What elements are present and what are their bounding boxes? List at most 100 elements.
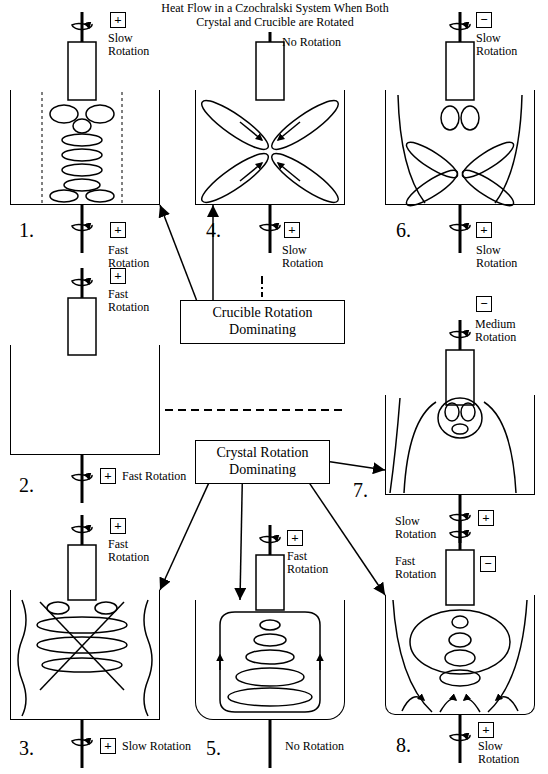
crucible-shaft bbox=[459, 205, 462, 253]
panel-number: 1. bbox=[19, 220, 34, 240]
sign-symbol: + bbox=[479, 723, 493, 737]
rotation-label: Slow Rotation bbox=[395, 515, 447, 541]
crucible-shaft bbox=[269, 205, 272, 253]
pull-rod bbox=[459, 320, 462, 350]
flow-cell bbox=[266, 147, 343, 209]
crucible-shaft bbox=[81, 720, 84, 768]
sign-box: + bbox=[100, 738, 116, 754]
flow-line bbox=[18, 600, 26, 716]
flow-cell bbox=[50, 105, 78, 123]
sign-symbol: + bbox=[111, 223, 125, 237]
panel-number: 2. bbox=[19, 475, 34, 495]
flow-cell bbox=[42, 658, 122, 672]
rotation-label: Slow Rotation bbox=[478, 740, 536, 766]
crucible-panel: 6. bbox=[385, 90, 535, 205]
flow-line bbox=[42, 92, 43, 203]
panel-number: 4. bbox=[206, 220, 221, 240]
crucible-panel: 8. bbox=[385, 595, 535, 715]
diagram-title: Heat Flow in a Czochralski System When B… bbox=[160, 2, 390, 30]
flow-cell bbox=[236, 668, 304, 686]
pull-rod bbox=[81, 515, 84, 545]
flow-cell bbox=[266, 94, 343, 156]
sign-box: − bbox=[476, 296, 492, 312]
flow-cell bbox=[441, 106, 459, 130]
crucible-panel: 7. bbox=[385, 395, 535, 495]
sign-box: + bbox=[476, 222, 492, 238]
flow-cell bbox=[438, 398, 482, 438]
rotation-label: Fast Rotation bbox=[108, 538, 168, 564]
sign-box: + bbox=[110, 518, 126, 534]
arrow-connector bbox=[240, 484, 242, 600]
crystal bbox=[446, 550, 474, 605]
sign-symbol: + bbox=[101, 739, 115, 753]
rotation-icon bbox=[72, 527, 92, 533]
flow-line bbox=[40, 602, 124, 690]
pull-rod bbox=[81, 268, 84, 298]
regime-label: Crucible Rotation Dominating bbox=[189, 305, 336, 339]
flow-cell bbox=[254, 634, 286, 646]
flow-cell bbox=[246, 650, 294, 664]
crystal bbox=[68, 545, 96, 600]
crucible-shaft bbox=[81, 455, 84, 503]
panel-number: 5. bbox=[206, 738, 221, 758]
sign-box: + bbox=[478, 722, 494, 738]
pull-rod bbox=[459, 520, 462, 550]
flow-line bbox=[390, 398, 400, 493]
flow-cell bbox=[196, 94, 273, 156]
panel-number: 3. bbox=[19, 738, 34, 758]
sign-box: + bbox=[478, 510, 494, 526]
rotation-icon bbox=[72, 280, 92, 286]
flow-cell bbox=[449, 633, 471, 647]
rotation-icon bbox=[72, 225, 92, 231]
rotation-icon bbox=[450, 332, 470, 338]
flow-cell bbox=[47, 602, 69, 614]
flow-cell bbox=[62, 149, 102, 161]
flow-line bbox=[402, 697, 424, 711]
flow-cell bbox=[445, 403, 459, 421]
flow-cell bbox=[86, 105, 114, 123]
rotation-label: Slow Rotation bbox=[476, 32, 534, 58]
panel-number: 8. bbox=[396, 735, 411, 755]
flow-cell bbox=[73, 119, 91, 133]
flow-line bbox=[393, 600, 432, 712]
flow-cell bbox=[440, 670, 480, 686]
arrow-connector bbox=[160, 484, 209, 590]
sign-box: − bbox=[480, 556, 496, 572]
rotation-icon bbox=[450, 24, 470, 30]
crystal bbox=[256, 555, 284, 610]
flow-line bbox=[440, 699, 456, 712]
flow-line bbox=[278, 163, 300, 181]
arrow-connector bbox=[330, 462, 385, 470]
flow-line bbox=[219, 655, 221, 670]
pull-rod bbox=[269, 525, 272, 555]
rotation-label: Slow Rotation bbox=[282, 244, 344, 270]
pull-rod bbox=[269, 32, 272, 42]
flow-line bbox=[144, 600, 152, 716]
sign-box: + bbox=[284, 222, 300, 238]
flow-cell bbox=[86, 190, 114, 202]
divider-line bbox=[165, 409, 345, 411]
rotation-label: Fast Rotation bbox=[287, 550, 345, 576]
flow-cell bbox=[452, 424, 468, 434]
crucible-panel: 2. bbox=[10, 345, 160, 455]
flow-cell bbox=[228, 688, 312, 706]
flow-cell bbox=[50, 190, 78, 202]
flow-line bbox=[220, 612, 320, 712]
divider-line bbox=[261, 276, 263, 297]
pull-rod bbox=[459, 12, 462, 42]
sign-symbol: + bbox=[285, 223, 299, 237]
flow-cell bbox=[461, 403, 475, 421]
crucible-shaft bbox=[81, 205, 84, 253]
arrow-connector bbox=[310, 484, 385, 595]
flow-cell bbox=[95, 602, 117, 614]
arrow-connector bbox=[160, 205, 197, 300]
sign-box: + bbox=[287, 530, 303, 546]
sign-symbol: + bbox=[479, 511, 493, 525]
flow-line bbox=[122, 92, 123, 203]
rotation-label: No Rotation bbox=[282, 36, 342, 49]
crucible-panel: 5. bbox=[195, 600, 345, 720]
sign-symbol: + bbox=[288, 531, 302, 545]
sign-symbol: + bbox=[111, 519, 125, 533]
